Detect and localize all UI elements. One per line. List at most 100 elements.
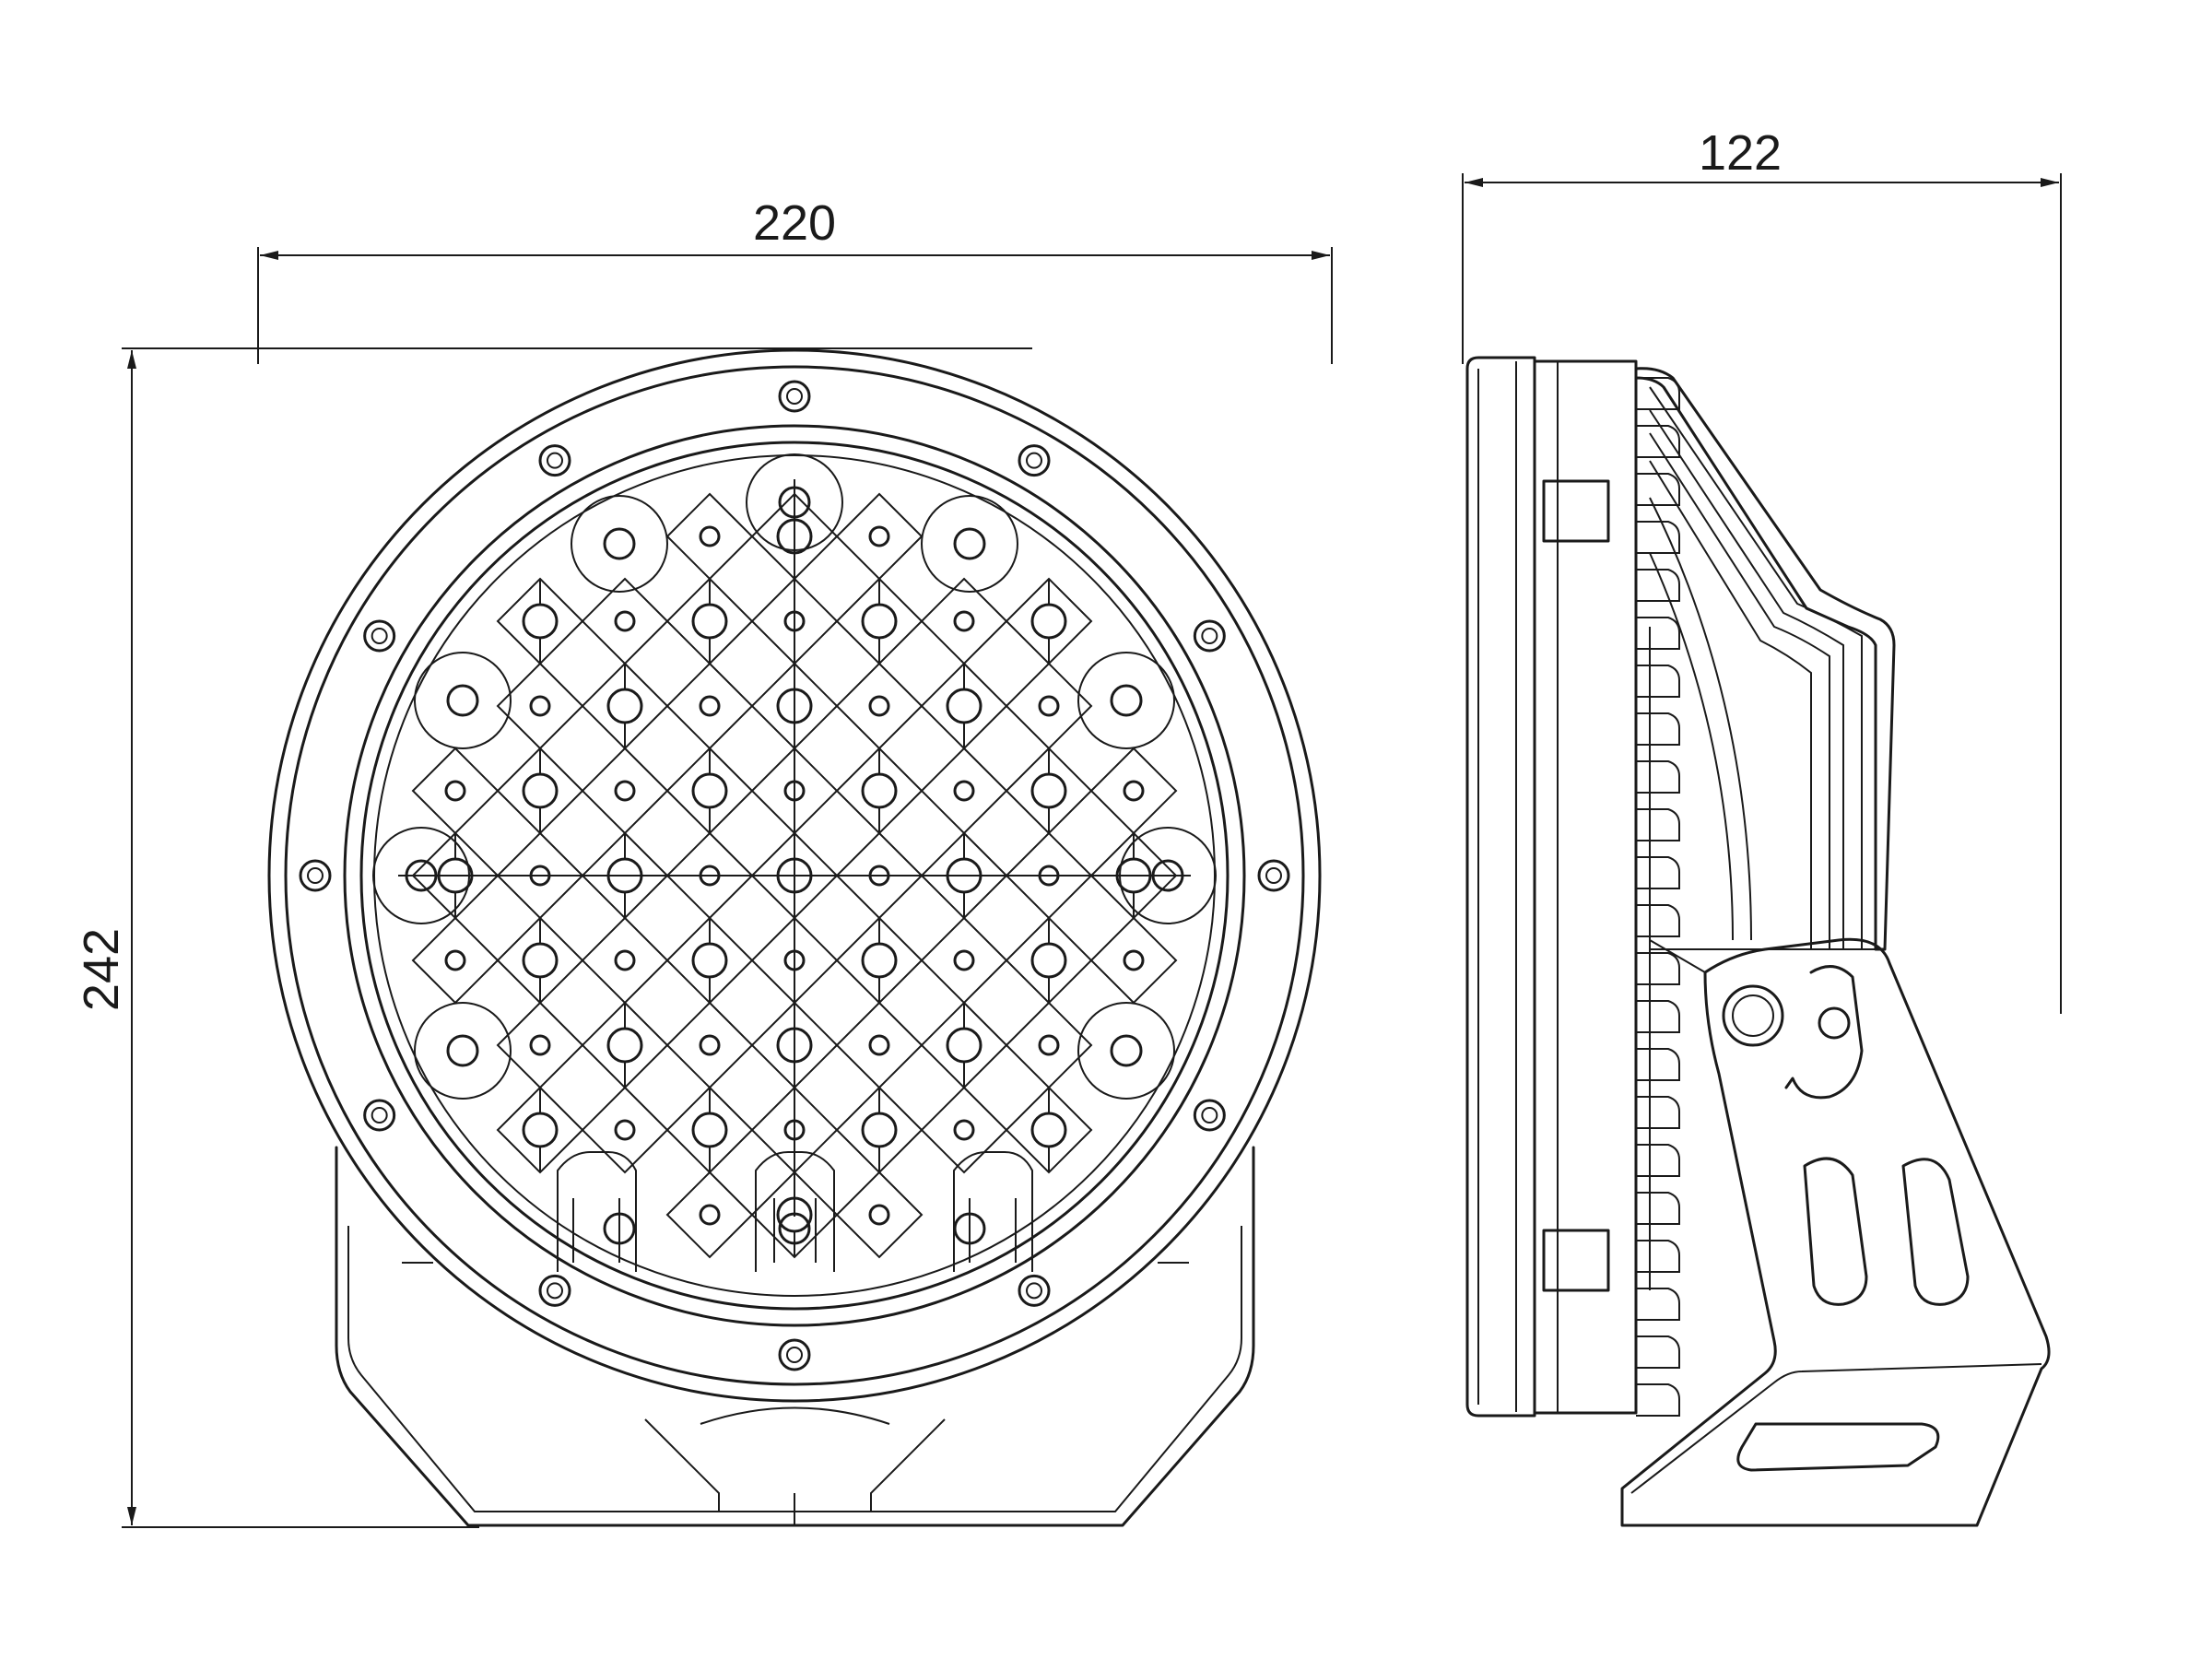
led-icon bbox=[522, 1112, 559, 1148]
led-reflector-cell bbox=[411, 747, 500, 835]
dimension-front-width: 220 bbox=[257, 195, 1333, 364]
led-icon bbox=[953, 949, 975, 971]
outer-bezel bbox=[267, 348, 1322, 1403]
led-reflector-cell bbox=[665, 1171, 754, 1259]
outer-bezel-inner bbox=[284, 365, 1305, 1386]
led-icon bbox=[444, 949, 466, 971]
screw-icon bbox=[1193, 1099, 1226, 1132]
side-fin bbox=[1636, 1335, 1680, 1369]
side-fin bbox=[1636, 425, 1680, 458]
side-fin bbox=[1636, 569, 1680, 602]
lens-ring-inner bbox=[359, 441, 1230, 1311]
reflector-lobe bbox=[414, 1002, 512, 1100]
screw-icon bbox=[363, 619, 396, 653]
side-view bbox=[1465, 356, 2051, 1527]
side-fin bbox=[1636, 952, 1680, 985]
led-icon bbox=[1038, 695, 1060, 717]
side-fin bbox=[1636, 617, 1680, 650]
lens-ring bbox=[343, 424, 1246, 1327]
led-icon bbox=[953, 610, 975, 632]
led-reflector-array bbox=[372, 453, 1217, 1259]
bracket-pivot-hole bbox=[1722, 984, 1784, 1047]
side-tab-top bbox=[1542, 479, 1610, 543]
led-reflector-cell bbox=[411, 916, 500, 1005]
led-icon bbox=[1123, 780, 1145, 802]
led-icon bbox=[529, 695, 551, 717]
led-icon bbox=[861, 772, 898, 809]
led-icon bbox=[1030, 1112, 1067, 1148]
led-reflector-cell bbox=[835, 492, 924, 581]
led-reflector-cell bbox=[665, 1001, 754, 1089]
side-fin bbox=[1636, 1288, 1680, 1321]
side-fin bbox=[1636, 521, 1680, 554]
reflector-lobe bbox=[414, 652, 512, 749]
led-icon bbox=[691, 1112, 728, 1148]
led-icon bbox=[606, 1027, 643, 1064]
side-fin bbox=[1636, 1144, 1680, 1177]
led-icon bbox=[868, 525, 890, 547]
dimension-side-depth: 122 bbox=[1462, 125, 2062, 1014]
led-icon bbox=[699, 1034, 721, 1056]
side-tab-bottom bbox=[1542, 1229, 1610, 1292]
led-icon bbox=[699, 695, 721, 717]
led-reflector-cell bbox=[920, 1086, 1008, 1174]
led-icon bbox=[1030, 942, 1067, 979]
led-icon bbox=[529, 1034, 551, 1056]
front-width-label: 220 bbox=[753, 195, 836, 251]
screw-icon bbox=[1193, 619, 1226, 653]
side-fin bbox=[1636, 1240, 1680, 1273]
screw-icon bbox=[1257, 859, 1290, 892]
led-icon bbox=[1123, 949, 1145, 971]
side-fin bbox=[1636, 856, 1680, 889]
bracket-base-slot bbox=[1736, 1422, 1940, 1472]
screw-icon bbox=[1018, 444, 1051, 477]
reflector-lobe bbox=[571, 495, 668, 593]
led-icon bbox=[861, 1112, 898, 1148]
led-icon bbox=[946, 1027, 982, 1064]
dimension-height: 242 bbox=[74, 347, 1032, 1528]
bracket-slot-2 bbox=[1901, 1158, 1970, 1306]
side-fin bbox=[1636, 1048, 1680, 1081]
side-fin bbox=[1636, 904, 1680, 937]
height-label: 242 bbox=[74, 928, 129, 1011]
side-fin bbox=[1636, 665, 1680, 698]
led-reflector-cell bbox=[835, 1001, 924, 1089]
side-depth-label: 122 bbox=[1699, 125, 1782, 181]
led-icon bbox=[868, 1204, 890, 1226]
screw-icon bbox=[778, 1338, 811, 1371]
led-icon bbox=[522, 942, 559, 979]
side-fin bbox=[1636, 377, 1680, 410]
side-fin bbox=[1636, 1192, 1680, 1225]
led-icon bbox=[861, 942, 898, 979]
led-reflector-cell bbox=[1089, 747, 1178, 835]
led-reflector-cell bbox=[665, 662, 754, 750]
led-icon bbox=[1038, 1034, 1060, 1056]
led-icon bbox=[953, 1119, 975, 1141]
reflector-lobe bbox=[746, 453, 843, 551]
led-icon bbox=[691, 603, 728, 640]
led-icon bbox=[861, 603, 898, 640]
led-icon bbox=[868, 695, 890, 717]
reflector-lobe bbox=[1077, 652, 1175, 749]
led-icon bbox=[1030, 603, 1067, 640]
screw-icon bbox=[538, 1274, 571, 1307]
led-reflector-cell bbox=[581, 916, 669, 1005]
led-icon bbox=[691, 942, 728, 979]
led-reflector-cell bbox=[581, 747, 669, 835]
screw-icon bbox=[778, 380, 811, 413]
led-icon bbox=[953, 780, 975, 802]
reflector-lobe bbox=[1077, 1002, 1175, 1100]
led-reflector-cell bbox=[920, 747, 1008, 835]
side-bezel bbox=[1465, 356, 1536, 1418]
reflector-lobe bbox=[921, 495, 1018, 593]
screw-icon bbox=[1018, 1274, 1051, 1307]
led-icon bbox=[699, 525, 721, 547]
front-view bbox=[267, 348, 1322, 1527]
led-icon bbox=[946, 688, 982, 724]
led-icon bbox=[614, 949, 636, 971]
side-housing bbox=[1533, 359, 1638, 1415]
side-fin-stack bbox=[1636, 377, 1680, 1417]
side-mount-bracket bbox=[1620, 937, 2051, 1527]
side-fin bbox=[1636, 712, 1680, 746]
